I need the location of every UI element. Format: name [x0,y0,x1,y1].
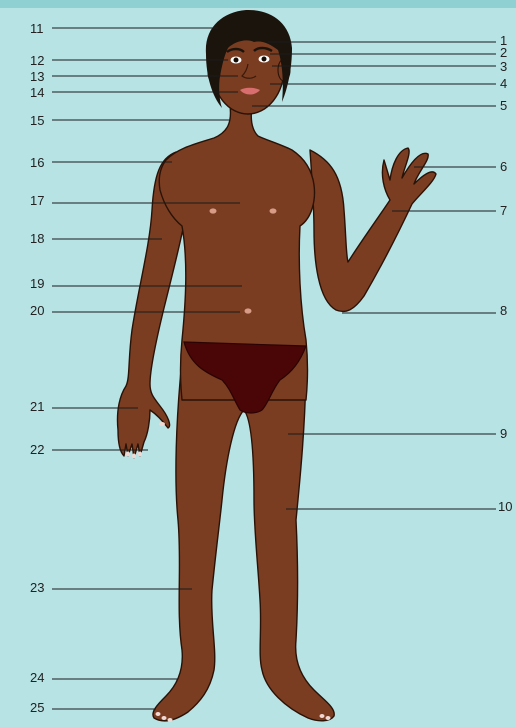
label-25: 25 [30,700,44,715]
label-23: 23 [30,580,44,595]
right-pupil [262,57,267,62]
toe-nail [168,718,173,722]
label-8: 8 [500,303,507,318]
label-6: 6 [500,159,507,174]
label-24: 24 [30,670,44,685]
toe-nail [320,714,325,718]
label-14: 14 [30,85,44,100]
finger-nail [138,452,142,457]
finger-nail [159,422,165,426]
label-15: 15 [30,113,44,128]
label-12: 12 [30,53,44,68]
label-18: 18 [30,231,44,246]
label-20: 20 [30,303,44,318]
top-frame [0,0,516,8]
label-9: 9 [500,426,507,441]
label-13: 13 [30,69,44,84]
label-2: 2 [500,45,507,60]
label-5: 5 [500,98,507,113]
label-10: 10 [498,499,512,514]
label-11: 11 [30,21,44,36]
label-19: 19 [30,276,44,291]
navel [245,308,252,313]
label-7: 7 [500,203,507,218]
finger-nail [126,452,130,457]
label-22: 22 [30,442,44,457]
label-3: 3 [500,59,507,74]
left-nipple [210,208,217,213]
label-17: 17 [30,193,44,208]
finger-nail [132,454,136,459]
toe-nail [156,712,161,716]
toe-nail [326,716,331,720]
right-nipple [270,208,277,213]
toe-nail [162,716,167,720]
left-pupil [234,58,239,63]
label-4: 4 [500,76,507,91]
label-21: 21 [30,399,44,414]
label-16: 16 [30,155,44,170]
